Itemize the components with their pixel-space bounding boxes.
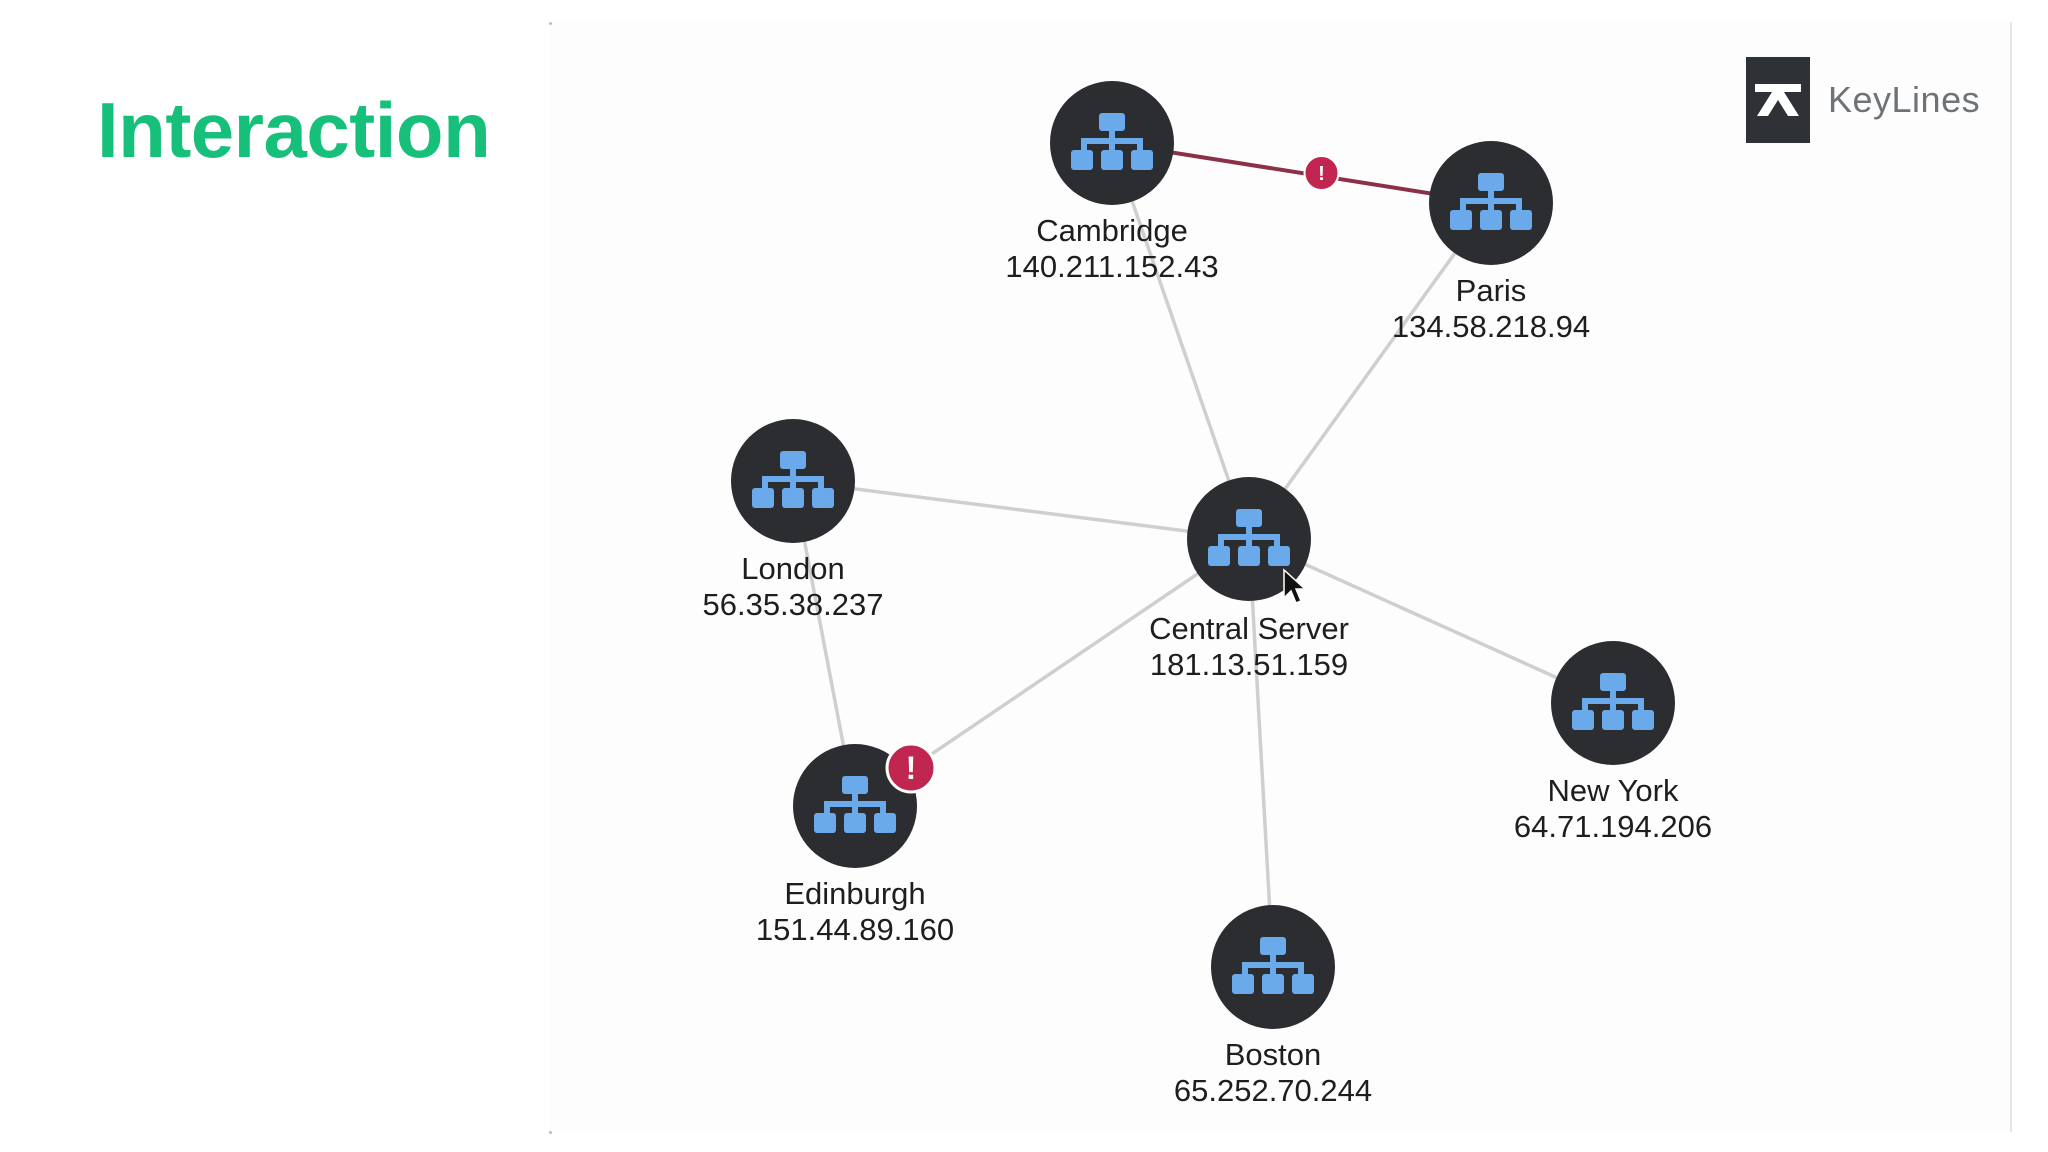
node-name-label: Edinburgh: [784, 876, 925, 911]
keylines-logo-icon: [1746, 57, 1810, 143]
node-ip-label: 56.35.38.237: [702, 587, 883, 622]
node-name-label: Central Server: [1149, 611, 1349, 646]
edge-paris-central[interactable]: [1247, 201, 1493, 541]
node-ip-label: 151.44.89.160: [756, 912, 954, 947]
node-layer: Cambridge140.211.152.43Paris134.58.218.9…: [702, 81, 1712, 1108]
edge-cambridge-central[interactable]: [1110, 142, 1251, 540]
edge-alert-badge[interactable]: !: [1303, 155, 1340, 191]
edge-central-boston[interactable]: [1247, 538, 1275, 968]
node-name-label: Paris: [1456, 273, 1527, 308]
node-ip-label: 134.58.218.94: [1392, 309, 1590, 344]
node-name-label: London: [741, 551, 844, 586]
canvas-corner-mark: [549, 22, 552, 25]
node-ip-label: 65.252.70.244: [1174, 1073, 1372, 1108]
node-name-label: New York: [1548, 773, 1679, 808]
node-ip-label: 181.13.51.159: [1150, 647, 1348, 682]
mouse-cursor-icon: [1283, 568, 1307, 604]
edge-badge-text: !: [1318, 163, 1325, 185]
canvas-corner-mark: [549, 1131, 552, 1134]
node-alert-badge[interactable]: !: [885, 742, 937, 794]
page-title: Interaction: [97, 86, 491, 174]
node-ip-label: 64.71.194.206: [1514, 809, 1712, 844]
keylines-logo: KeyLines: [1746, 57, 1980, 143]
logo-text: KeyLines: [1828, 79, 1981, 120]
node-badge-text: !: [906, 750, 917, 786]
node-ip-label: 140.211.152.43: [1005, 249, 1218, 284]
edge-cambridge-paris[interactable]: [1111, 141, 1492, 205]
edge-central-newyork[interactable]: [1248, 537, 1614, 705]
node-name-label: Cambridge: [1036, 213, 1188, 248]
node-name-label: Boston: [1225, 1037, 1322, 1072]
edge-london-central[interactable]: [792, 479, 1250, 541]
